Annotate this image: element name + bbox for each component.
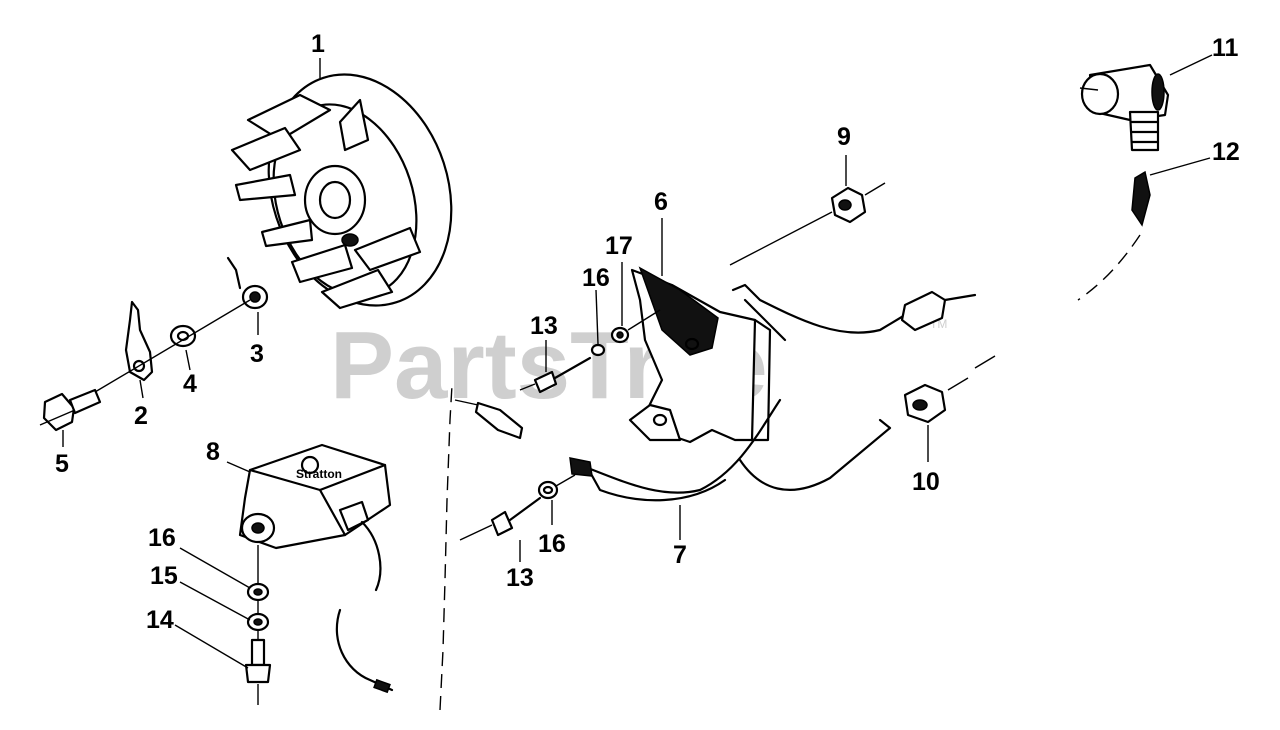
part-spark-plug-terminal[interactable] <box>1080 63 1170 152</box>
callout-17: 17 <box>605 232 633 260</box>
callout-10: 10 <box>912 468 940 496</box>
part-flywheel-nut[interactable] <box>226 256 269 310</box>
part-grommet-9[interactable] <box>830 186 867 224</box>
part-bolt[interactable] <box>42 388 102 432</box>
callout-3: 3 <box>250 340 264 368</box>
callout-7: 7 <box>673 541 687 569</box>
part-ignition-module[interactable]: Stratton <box>238 443 392 550</box>
callout-13-lower: 13 <box>506 564 534 592</box>
part-armature-screws[interactable] <box>474 326 630 537</box>
callout-11: 11 <box>1212 34 1239 62</box>
part-flywheel[interactable] <box>230 51 480 330</box>
callout-16-module: 16 <box>148 524 176 552</box>
callout-4: 4 <box>183 370 197 398</box>
callout-16-upper: 16 <box>582 264 610 292</box>
callout-2: 2 <box>134 402 148 430</box>
part-grommet-10[interactable] <box>903 383 947 424</box>
callout-13-upper: 13 <box>530 312 558 340</box>
callout-1: 1 <box>311 30 325 58</box>
callout-12: 12 <box>1212 138 1240 166</box>
callout-8: 8 <box>206 438 220 466</box>
part-armature[interactable] <box>628 266 772 444</box>
callout-5: 5 <box>55 450 69 478</box>
callout-14: 14 <box>146 606 174 634</box>
part-bracket[interactable] <box>124 300 154 382</box>
callout-9: 9 <box>837 123 851 151</box>
callout-15: 15 <box>150 562 178 590</box>
callout-6: 6 <box>654 188 668 216</box>
part-spring-clip[interactable] <box>1131 170 1151 227</box>
part-washer[interactable] <box>169 324 197 348</box>
coil-embossed-text: Stratton <box>296 467 342 481</box>
callout-16-lower: 16 <box>538 530 566 558</box>
